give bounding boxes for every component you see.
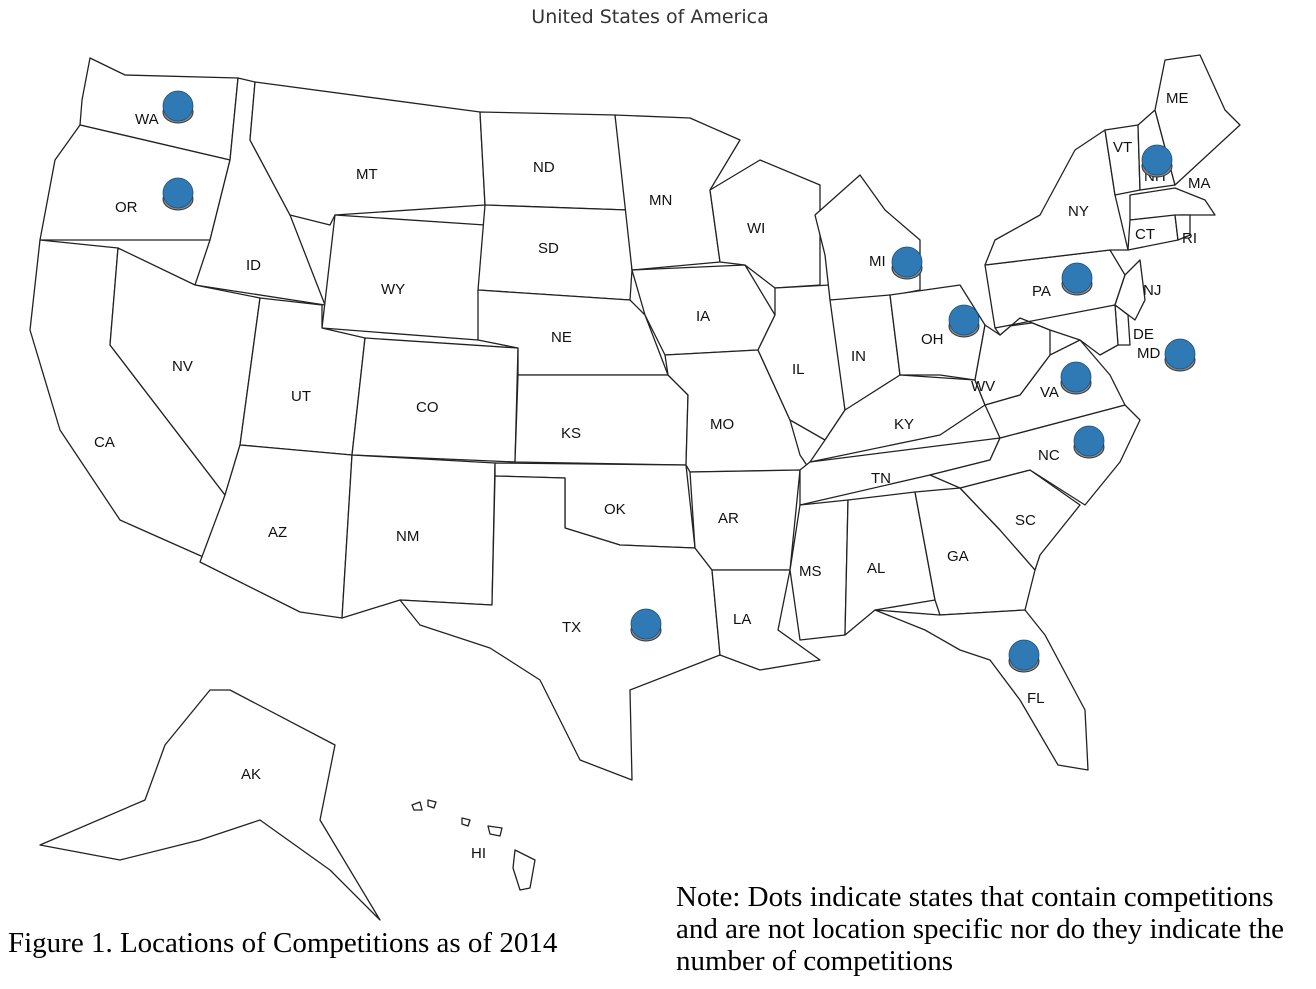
state-shape-hi-3 [461,817,471,827]
state-label-nv: NV [172,358,193,375]
state-shape-ri [1174,214,1191,241]
state-shape-hi-4 [487,825,503,837]
state-shape-ny [984,129,1129,266]
state-label-de: DE [1133,326,1154,343]
state-label-wv: WV [971,378,995,395]
state-label-sc: SC [1015,512,1036,529]
state-shape-or [39,124,231,241]
state-shape-hi-2 [427,799,437,809]
competition-marker-fl [1008,639,1040,673]
state-shape-nj [1114,259,1146,321]
state-shape-mt [249,81,486,226]
map-title: United States of America [531,6,769,28]
state-label-ms: MS [799,563,822,580]
state-label-la: LA [733,611,751,628]
state-label-co: CO [416,399,439,416]
competition-marker-oh [948,304,980,338]
state-label-in: IN [851,348,866,365]
state-label-hi: HI [471,845,486,862]
state-label-pa: PA [1032,283,1051,300]
state-label-sd: SD [538,240,559,257]
state-label-ia: IA [696,308,710,325]
state-label-tn: TN [871,470,891,487]
state-label-nm: NM [396,528,419,545]
state-shape-hi-5 [512,849,536,891]
state-label-me: ME [1166,90,1189,107]
state-label-wa: WA [135,111,159,128]
state-shape-tx [399,475,721,781]
state-label-ga: GA [947,548,969,565]
competition-marker-nh [1141,144,1173,178]
state-label-nd: ND [533,159,555,176]
state-shape-md [994,304,1119,356]
state-shape-al [844,491,936,636]
state-label-fl: FL [1027,690,1045,707]
state-shape-ak [39,689,381,921]
state-shape-fl [874,609,1089,771]
state-label-il: IL [792,361,805,378]
state-shape-ar [689,469,801,571]
state-label-ma: MA [1188,175,1211,192]
state-label-md: MD [1137,345,1160,362]
state-shape-ms [789,499,849,641]
state-label-mo: MO [710,416,734,433]
state-label-id: ID [246,257,261,274]
competition-marker-tx [630,608,662,642]
competition-marker-va [1060,361,1092,395]
state-label-wy: WY [381,281,405,298]
state-label-ne: NE [551,329,572,346]
competition-marker-pa [1061,262,1093,296]
figure-caption: Figure 1. Locations of Competitions as o… [8,927,558,959]
state-shape-wy [321,214,486,341]
state-label-ny: NY [1068,203,1089,220]
state-label-ar: AR [718,510,739,527]
state-labels: WA OR CA ID NV MT WY UT AZ CO NM ND SD NE KS OK TX MN IA MO… [94,90,1211,862]
state-shapes [29,54,1241,921]
state-label-ri: RI [1182,230,1197,247]
state-shape-sd [477,204,633,301]
competition-marker-wa [162,90,194,124]
state-label-ut: UT [291,388,311,405]
competition-markers [162,90,1196,673]
competition-marker-nc [1073,425,1105,459]
state-shape-mi [814,174,921,301]
competition-marker-or [162,177,194,211]
state-label-mt: MT [356,166,378,183]
state-label-ky: KY [894,416,914,433]
state-label-az: AZ [268,524,287,541]
state-label-ca: CA [94,434,115,451]
state-label-al: AL [867,560,885,577]
state-label-ak: AK [241,766,261,783]
state-label-mn: MN [649,192,672,209]
map-note: Note: Dots indicate states that contain … [676,881,1284,977]
state-shape-hi-1 [411,801,423,811]
state-label-va: VA [1040,384,1059,401]
state-label-mi: MI [869,253,886,270]
state-label-vt: VT [1113,139,1132,156]
state-shape-ky [809,374,986,463]
state-label-wi: WI [747,220,765,237]
state-shape-ks [514,374,689,466]
state-label-tx: TX [562,619,581,636]
state-shape-me [1154,54,1241,186]
competition-marker-mi [891,246,923,280]
state-label-ct: CT [1135,226,1155,243]
state-label-nc: NC [1038,447,1060,464]
state-label-nj: NJ [1143,282,1161,299]
state-label-oh: OH [921,331,944,348]
state-label-ks: KS [561,425,581,442]
competition-marker-md [1164,338,1196,372]
state-label-or: OR [115,199,138,216]
state-label-ok: OK [604,501,626,518]
